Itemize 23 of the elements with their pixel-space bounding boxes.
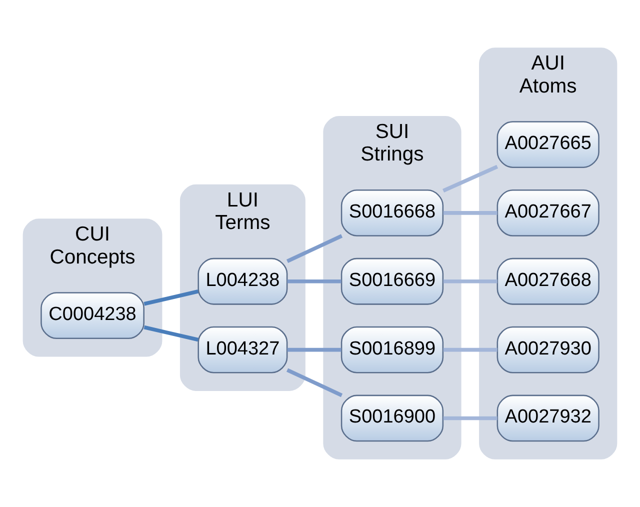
connector <box>443 211 498 215</box>
connector <box>287 279 342 284</box>
connector <box>443 348 498 352</box>
connector <box>443 279 498 284</box>
node-box: S0016899 <box>340 326 444 374</box>
node-box: A0027668 <box>496 258 600 305</box>
connector <box>144 290 199 306</box>
node-box: L004327 <box>198 326 288 374</box>
node-box: C0004238 <box>40 292 144 340</box>
connector <box>443 416 498 420</box>
node-box: A0027667 <box>496 190 600 236</box>
connector <box>442 164 498 192</box>
node-box: L004238 <box>198 258 288 305</box>
node-box: S0016669 <box>340 258 444 305</box>
connector <box>287 348 342 352</box>
connector <box>144 325 199 342</box>
node-box: S0016668 <box>340 190 444 236</box>
node-box: A0027930 <box>496 326 600 374</box>
node-box: S0016900 <box>340 394 444 442</box>
node-box: A0027932 <box>496 394 600 442</box>
node-box: A0027665 <box>496 121 600 168</box>
connector <box>286 234 343 263</box>
connector <box>286 368 343 398</box>
